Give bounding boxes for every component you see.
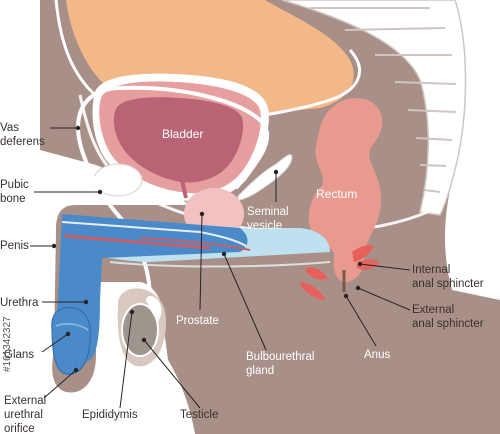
external-urethral-orifice-label-1: External [4, 395, 46, 407]
spine [281, 0, 467, 216]
penis-shaft [56, 214, 248, 364]
testicle-label: Testicle [180, 409, 218, 421]
seminal-vesicle [237, 154, 293, 201]
seminal-vesicle-label-2: vesicle [247, 220, 282, 232]
rectum-label: Rectum [316, 187, 357, 201]
urethra-label: Urethra [0, 297, 39, 309]
testicle-group [117, 288, 167, 367]
bulbourethral-gland-label-2: gland [246, 365, 274, 377]
vas-deferens-label-1: Vas [0, 122, 19, 134]
seminal-vesicle-label-1: Seminal [247, 206, 289, 218]
external-urethral-orifice-label-3: orifice [4, 423, 35, 434]
rectum [308, 98, 383, 283]
bulbourethral-gland-label-1: Bulbourethral [246, 351, 314, 363]
pubic-bone-label-1: Pubic [0, 179, 29, 191]
internal-anal-sphincter-label-1: Internal [412, 264, 450, 276]
anal-sphincters [300, 245, 380, 300]
anus-label: Anus [364, 349, 390, 361]
epididymis-label: Epididymis [82, 409, 138, 421]
external-anal-sphincter-label-1: External [412, 304, 454, 316]
bladder [92, 73, 269, 202]
pubic-bone-label-2: bone [0, 193, 26, 205]
side-id-text: #161342327 [2, 316, 13, 372]
leader-lines [30, 125, 411, 409]
penis-label: Penis [0, 240, 29, 252]
prostate-label: Prostate [176, 315, 219, 327]
external-urethral-orifice-label-2: urethral [4, 409, 43, 421]
internal-anal-sphincter-label-2: anal sphincter [412, 278, 484, 290]
vas-deferens-label-2: deferens [0, 136, 45, 148]
external-anal-sphincter-label-2: anal sphincter [412, 318, 484, 330]
glans-label: Glans [4, 349, 34, 361]
bladder-label: Bladder [162, 127, 203, 141]
